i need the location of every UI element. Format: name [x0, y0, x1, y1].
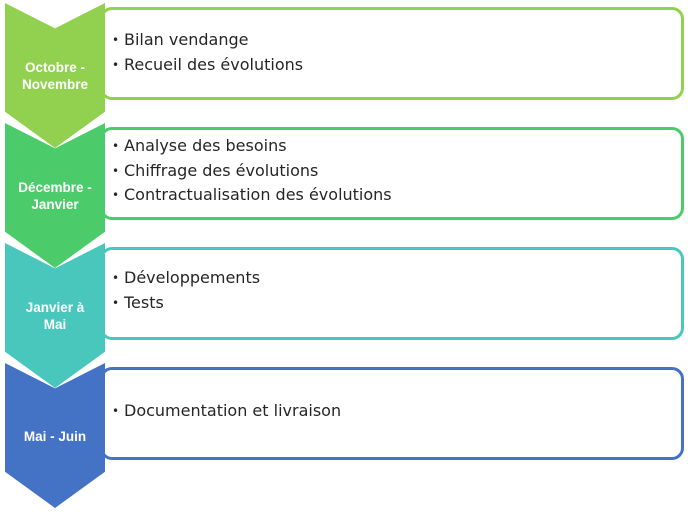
bullet-icon: •: [112, 188, 120, 202]
stage-janvier-mai: Janvier à Mai • Développements • Tests: [0, 243, 692, 388]
bullet-icon: •: [112, 404, 120, 418]
task-item: • Analyse des besoins: [112, 134, 392, 159]
stage-task-list: • Analyse des besoins • Chiffrage des évol…: [112, 134, 392, 208]
stage-period-label: Octobre - Novembre: [21, 60, 89, 92]
task-item: • Contractualisation des évolutions: [112, 183, 392, 208]
task-item: • Tests: [112, 291, 260, 316]
bullet-icon: •: [112, 57, 120, 72]
task-item: • Recueil des évolutions: [112, 53, 303, 78]
task-item: • Développements: [112, 266, 260, 291]
task-text: Analyse des besoins: [124, 136, 287, 155]
stage-box: [100, 7, 684, 100]
task-text: Contractualisation des évolutions: [124, 185, 392, 204]
stage-mai-juin: Mai - Juin • Documentation et livraison: [0, 363, 692, 508]
task-item: • Chiffrage des évolutions: [112, 159, 392, 184]
stage-task-list: • Bilan vendange • Recueil des évolutions: [112, 28, 303, 77]
task-text: Tests: [124, 292, 164, 312]
bullet-icon: •: [112, 33, 120, 47]
stage-decembre-janvier: Décembre - Janvier • Analyse des besoins …: [0, 123, 692, 268]
task-text: Chiffrage des évolutions: [124, 160, 319, 180]
stage-box: [100, 247, 684, 340]
task-item: • Bilan vendange: [112, 28, 303, 53]
task-text: Documentation et livraison: [124, 401, 342, 420]
stage-box: [100, 367, 684, 460]
stage-octobre-novembre: Octobre - Novembre • Bilan vendange • Recu…: [0, 3, 692, 148]
bullet-icon: •: [112, 295, 120, 310]
task-item: • Documentation et livraison: [112, 399, 341, 424]
task-text: Recueil des évolutions: [124, 54, 304, 74]
stage-period-label: Décembre - Janvier: [18, 180, 92, 212]
bullet-icon: •: [112, 271, 120, 285]
task-text: Bilan vendange: [124, 30, 249, 49]
stage-period-label: Janvier à Mai: [25, 300, 85, 332]
task-text: Développements: [124, 268, 261, 287]
bullet-icon: •: [112, 139, 120, 153]
stage-task-list: • Développements • Tests: [112, 266, 260, 315]
stage-task-list: • Documentation et livraison: [112, 399, 341, 424]
bullet-icon: •: [112, 163, 120, 178]
stage-box: [100, 127, 684, 220]
stage-period-label: Mai - Juin: [23, 429, 87, 444]
